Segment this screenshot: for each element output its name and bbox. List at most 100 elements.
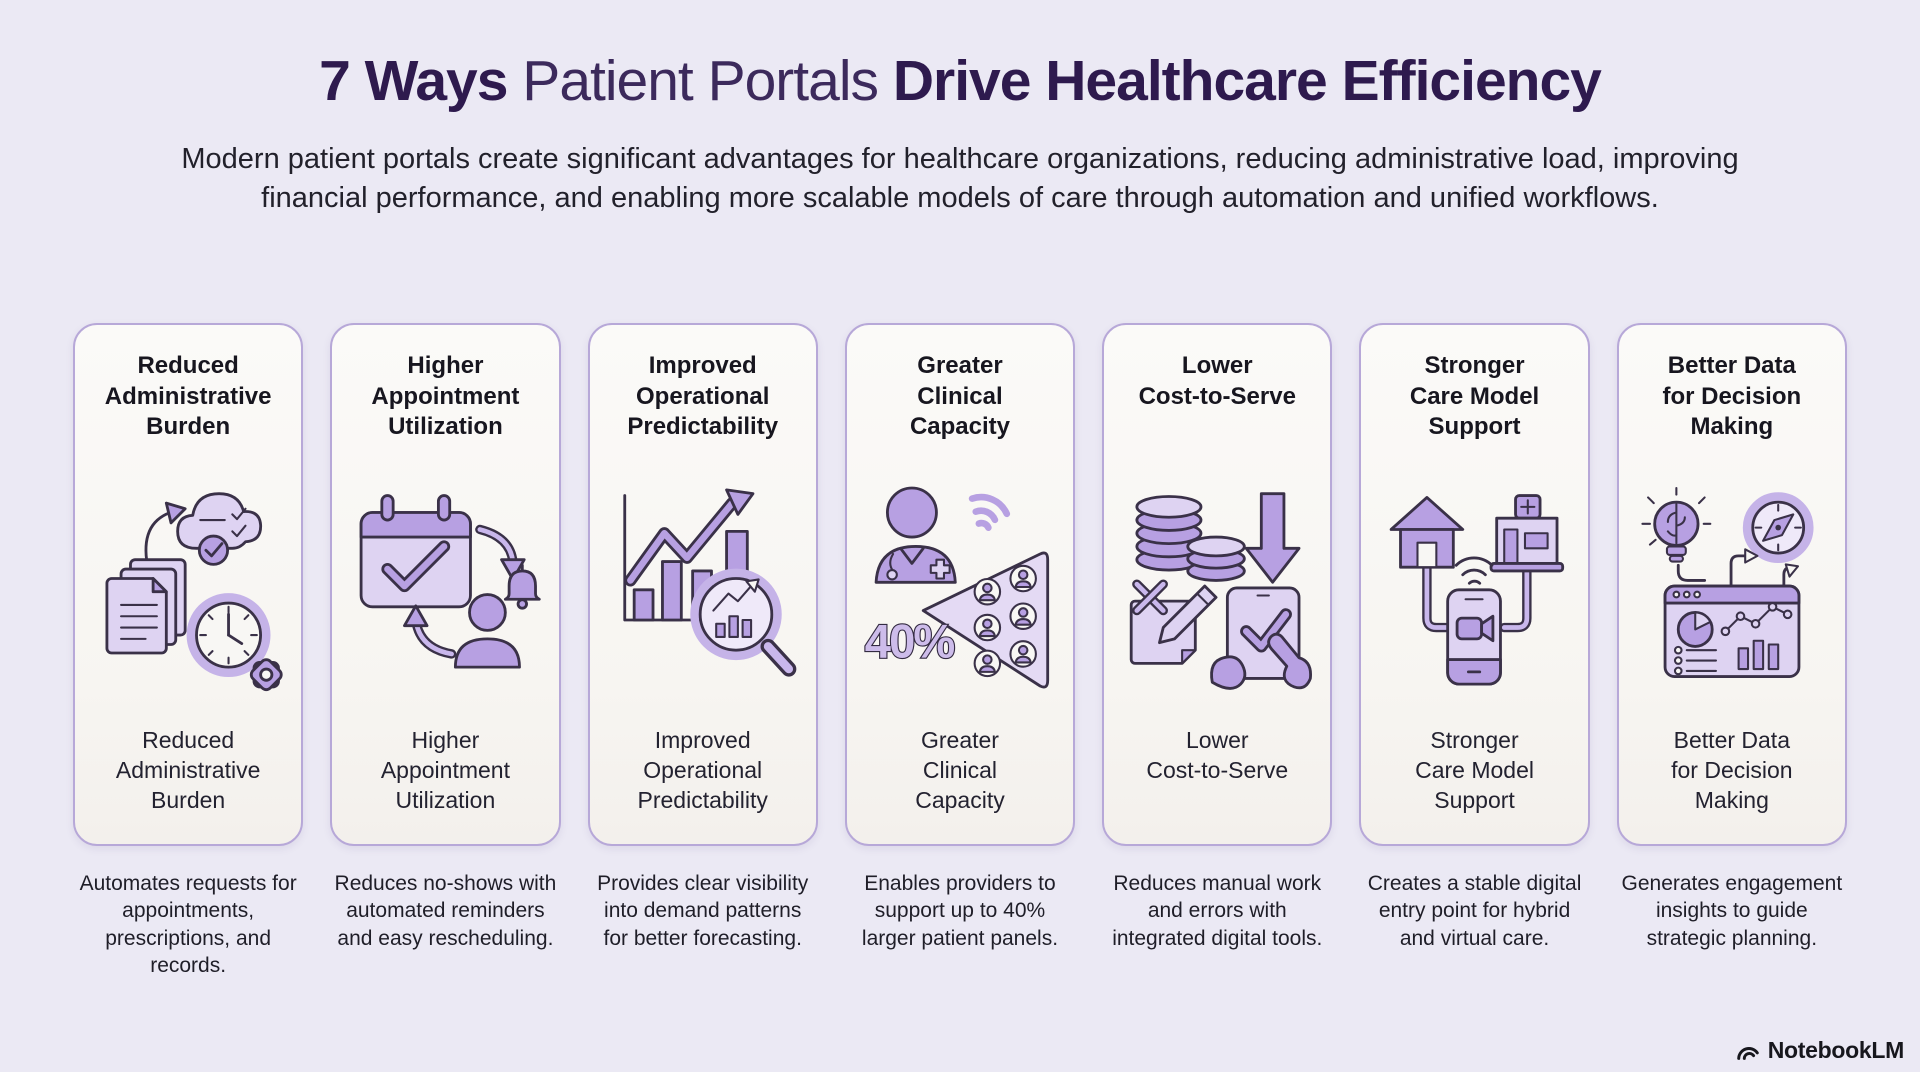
documents-cloud-clock-illustration: [105, 491, 283, 691]
card-data-decision-making: Better Data for Decision Making: [1616, 323, 1847, 846]
patient-avatar-icon: [1009, 564, 1037, 592]
patient-avatar-icon: [1009, 639, 1037, 668]
patient-avatar-icon: [1009, 601, 1037, 630]
card-description: Reduces no-shows with automated reminder…: [334, 872, 557, 950]
down-arrow-icon: [1245, 491, 1301, 584]
clinic-icon: [1489, 493, 1564, 572]
branding: NotebookLM: [1735, 1037, 1904, 1064]
card-title: Higher Appointment Utilization: [371, 352, 520, 441]
calendar-reminder-cycle-illustration: [360, 493, 542, 669]
card-description: Provides clear visibility into demand pa…: [597, 872, 809, 950]
x-mark-icon: [1132, 578, 1169, 615]
card-description: Reduces manual work and errors with inte…: [1112, 872, 1323, 950]
notebooklm-logo-text: NotebookLM: [1767, 1037, 1905, 1063]
person-icon: [454, 592, 522, 669]
doctor-icon: [874, 486, 957, 584]
idea-brain-icon: [1641, 486, 1712, 563]
forty-percent-label: 40%: [865, 614, 955, 667]
flow-arrows: [1676, 547, 1799, 587]
gear-icon: [249, 657, 283, 691]
card-description: Generates engagement insights to guide s…: [1621, 872, 1843, 950]
list-icon: [1673, 645, 1717, 675]
card-title: Stronger Care Model Support: [1409, 352, 1540, 441]
card-title: Better Data for Decision Making: [1662, 352, 1802, 441]
header: 7 Ways Patient Portals Drive Healthcare …: [0, 0, 1920, 218]
card-footer-title: Stronger Care Model Support: [1415, 727, 1534, 813]
card-clinical-capacity: Greater Clinical Capacity: [844, 323, 1076, 846]
growth-arrow-icon: [623, 487, 755, 587]
check-icon: [231, 524, 247, 537]
title-regular: Patient Portals: [522, 49, 879, 113]
coin-stack-icon: [1186, 535, 1247, 582]
cycle-arrow-up-icon: [403, 603, 457, 659]
card-reduced-admin: Reduced Administrative Burden: [73, 323, 304, 846]
clock-icon: [186, 592, 271, 677]
page-title: 7 Ways Patient Portals Drive Healthcare …: [0, 48, 1920, 114]
line-chart-icon: [1720, 601, 1793, 636]
axis-icon: [623, 493, 717, 621]
curved-arrow-icon: [144, 510, 172, 567]
compass-icon: [1742, 491, 1814, 563]
home-icon: [1389, 495, 1464, 569]
bell-icon: [504, 563, 542, 610]
tablet-check-icon: [1210, 586, 1313, 690]
column-cost-to-serve: Lower Cost-to-Serve: [1102, 323, 1333, 979]
patient-avatar-icon: [973, 649, 1002, 677]
title-bold-tail: Drive Healthcare Efficiency: [892, 49, 1602, 113]
dashboard-icon: [1663, 584, 1801, 678]
video-phone-icon: [1445, 587, 1502, 686]
card-description: Enables providers to support up to 40% l…: [861, 872, 1059, 950]
connector-lines: [1421, 561, 1532, 632]
coins-savings-tablet-illustration: [1130, 491, 1313, 690]
card-icon-area: 40%: [855, 447, 1065, 726]
card-footer-title: Greater Clinical Capacity: [915, 727, 1005, 813]
growth-chart-magnifier-illustration: [623, 487, 797, 677]
card-footer-title: Better Data for Decision Making: [1671, 727, 1793, 813]
notebooklm-logo-icon: [1736, 1046, 1759, 1060]
mini-bars-icon: [1737, 639, 1780, 670]
insight-compass-dashboard-illustration: [1641, 486, 1814, 678]
wifi-signal-icon: [968, 493, 1011, 531]
card-icon-area: [83, 447, 293, 726]
card-appointment-utilization: Higher Appointment Utilization: [330, 323, 561, 846]
card-title: Greater Clinical Capacity: [909, 352, 1010, 441]
home-phone-clinic-network-illustration: [1389, 493, 1564, 686]
crossed-note-icon: [1130, 578, 1218, 665]
card-title: Reduced Administrative Burden: [104, 352, 272, 441]
coin-stack-icon: [1135, 494, 1203, 571]
card-icon-area: [598, 447, 808, 726]
pencil-icon: [1158, 584, 1218, 644]
medical-cross-icon: [929, 558, 951, 580]
card-icon-area: [1369, 447, 1579, 726]
column-care-model-support: Stronger Care Model Support: [1359, 323, 1590, 979]
patient-avatar-icon: [973, 613, 1002, 641]
card-footer-title: Higher Appointment Utilization: [380, 727, 510, 813]
calendar-icon: [360, 493, 473, 608]
card-footer-title: Reduced Administrative Burden: [115, 727, 261, 813]
check-icon: [231, 507, 247, 520]
cards-row: Reduced Administrative Burden: [73, 323, 1847, 979]
magnifier-icon: [689, 568, 797, 677]
card-title: Improved Operational Predictability: [627, 352, 779, 441]
card-icon-area: [1112, 447, 1322, 726]
documents-icon: [105, 557, 187, 654]
patient-avatar-icon: [973, 577, 1002, 605]
card-icon-area: [1627, 447, 1837, 726]
cycle-arrow-down-icon: [475, 524, 527, 581]
column-operational-predictability: Improved Operational Predictability: [587, 323, 818, 979]
card-operational-predictability: Improved Operational Predictability: [587, 323, 818, 846]
card-icon-area: [340, 447, 550, 726]
card-description: Creates a stable digital entry point for…: [1367, 872, 1582, 950]
hand-icon: [1210, 632, 1313, 690]
column-data-decision-making: Better Data for Decision Making: [1616, 323, 1847, 979]
card-footer-title: Improved Operational Predictability: [637, 727, 768, 813]
column-reduced-admin: Reduced Administrative Burden: [73, 323, 304, 979]
column-appointment-utilization: Higher Appointment Utilization: [330, 323, 561, 979]
video-camera-icon: [1455, 614, 1494, 642]
card-footer-title: Lower Cost-to-Serve: [1146, 727, 1289, 783]
card-cost-to-serve: Lower Cost-to-Serve: [1102, 323, 1333, 846]
card-description: Automates requests for appointments, pre…: [79, 872, 297, 977]
card-title: Lower Cost-to-Serve: [1138, 352, 1296, 410]
title-bold-lead: 7 Ways: [319, 49, 508, 113]
